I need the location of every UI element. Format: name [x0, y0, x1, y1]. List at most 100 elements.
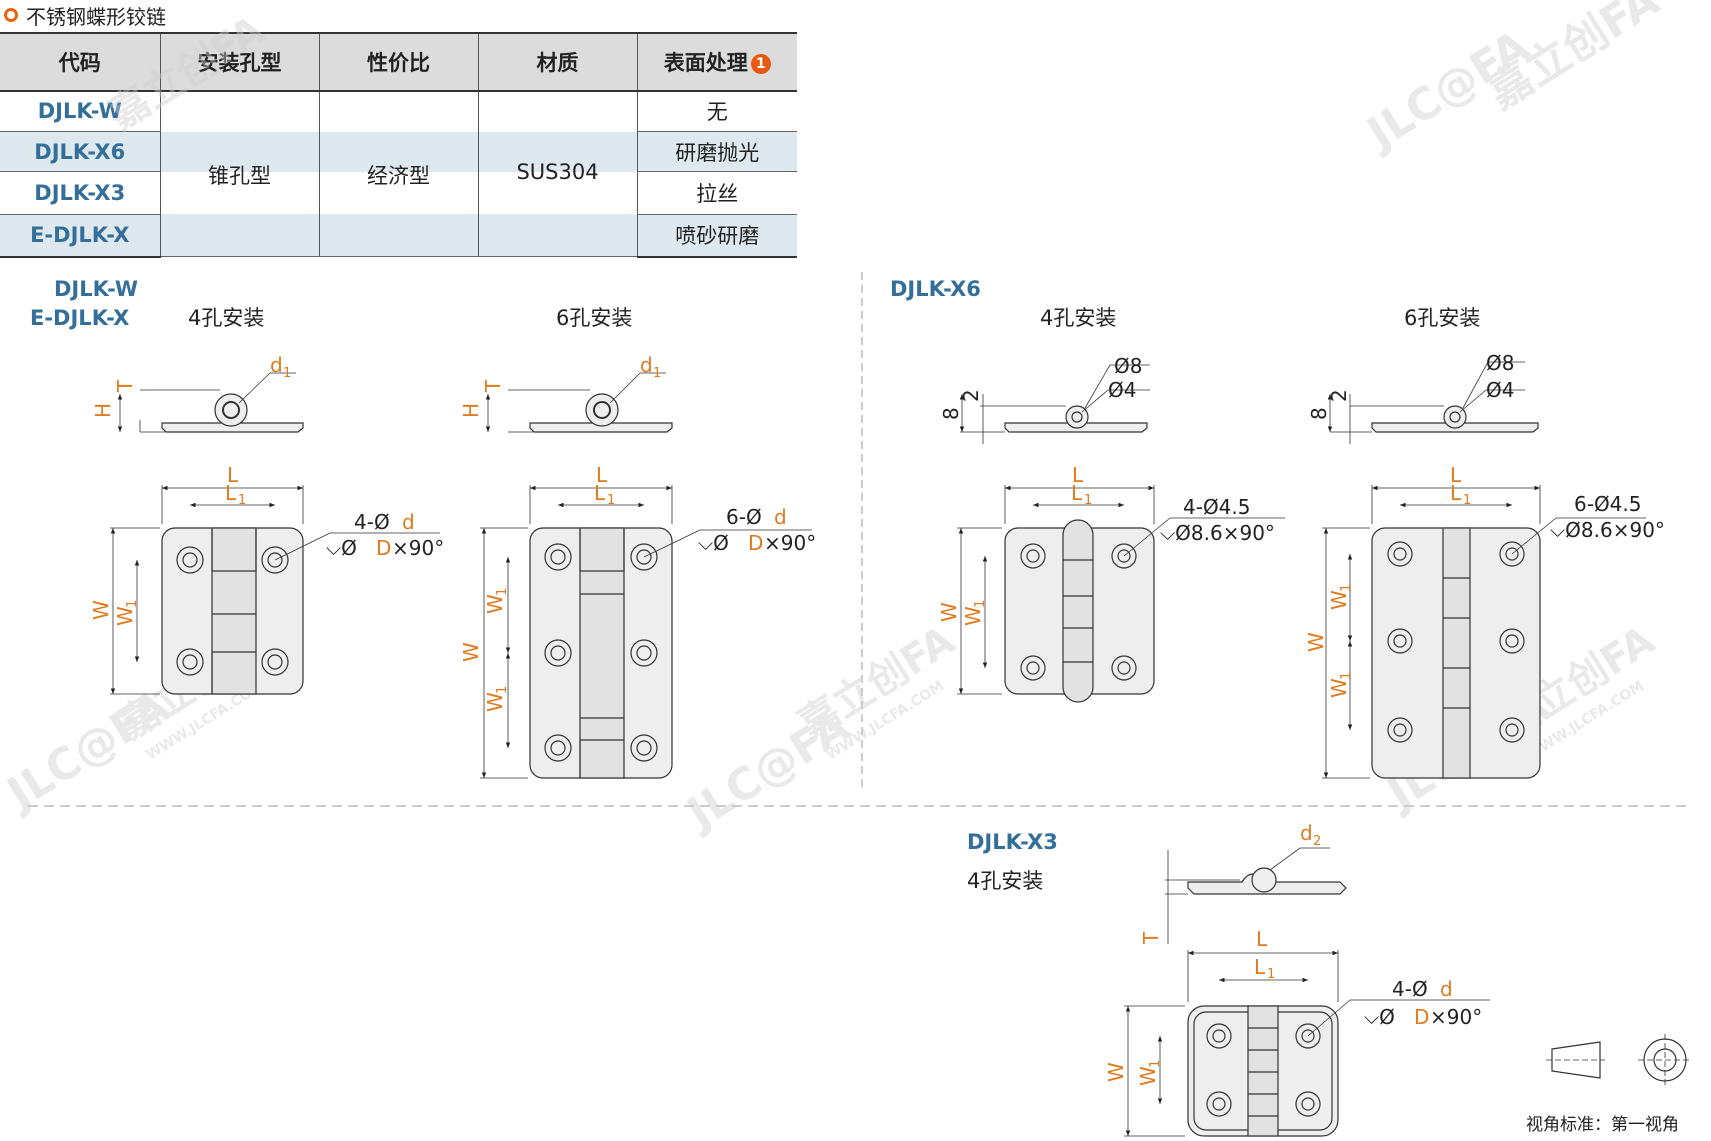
dim-t-a2: T — [481, 379, 505, 393]
dim-l-c: L — [1256, 927, 1268, 951]
cost-cell — [318, 91, 478, 257]
dim-n6-a2: 6-Ø — [726, 505, 762, 529]
dim-id-b1: Ø4 — [1108, 378, 1136, 402]
drawing-a-6hole — [480, 372, 812, 779]
dim-id-b2: Ø4 — [1486, 378, 1514, 402]
material-value: SUS304 — [516, 160, 599, 184]
dim-csk-a2: ⌵Ø — [698, 531, 729, 555]
dim-csk-c: ⌵Ø — [1364, 1005, 1395, 1029]
dim-d1-a2: d — [640, 353, 653, 377]
dim-w1-a2: W — [483, 594, 507, 614]
dim-d2-c: d — [1300, 821, 1313, 845]
header-hole-type: 安装孔型 — [159, 32, 319, 92]
dim-w-a1: W — [89, 600, 113, 620]
section-a-4hole-label: 4孔安装 — [188, 306, 265, 330]
dim-w-b2: W — [1304, 632, 1328, 652]
dim-t-b2: 2 — [1327, 389, 1351, 402]
finish-cell: 喷砂研磨 — [636, 214, 797, 258]
dim-w1-sub-b2: 1 — [1339, 584, 1354, 592]
dim-l-a2: L — [596, 463, 608, 487]
dim-D-c: D — [1414, 1005, 1429, 1029]
code-cell: E-DJLK-X — [0, 214, 160, 258]
drawing-c-4hole — [1124, 847, 1490, 1137]
dim-w-a2: W — [459, 642, 483, 662]
dim-w-b1: W — [937, 602, 961, 622]
cost-value: 经济型 — [367, 164, 430, 188]
code-cell: DJLK-X6 — [0, 131, 160, 173]
dim-n4-c: 4-Ø — [1392, 977, 1428, 1001]
section-c-code: DJLK-X3 — [967, 830, 1058, 854]
section-a-6hole-label: 6孔安装 — [556, 306, 633, 330]
dim-deg-a1: ×90° — [392, 536, 444, 560]
section-c-4hole-label: 4孔安装 — [967, 869, 1044, 893]
dimension-subscripts: 1 1 1 1 1 1 1 — [125, 584, 1354, 1068]
dimension-labels: d 1 H T L L 1 W W 4-Ø d ⌵Ø D ×90° d 1 H … — [89, 351, 1665, 1086]
dim-l1-sub-a2: 1 — [607, 493, 615, 508]
dim-d-a2: d — [774, 505, 787, 529]
dim-h-b2: 8 — [1307, 407, 1331, 420]
dim-h-a2: H — [459, 403, 483, 418]
dim-sub-a1: 1 — [283, 366, 291, 381]
section-title: 不锈钢蝶形铰链 — [4, 2, 166, 29]
code-cell: DJLK-W — [0, 91, 160, 132]
material-cell — [477, 91, 637, 257]
dim-w1-sub-a1: 1 — [125, 600, 140, 608]
header-material: 材质 — [477, 32, 637, 92]
dim-holes-b1: 4-Ø4.5 — [1183, 495, 1251, 519]
circle-bullet-icon — [4, 8, 18, 22]
dim-l-a1: L — [227, 463, 239, 487]
dim-deg-a2: ×90° — [764, 531, 816, 555]
dim-csk-b2: ⌵Ø8.6×90° — [1550, 518, 1665, 542]
dim-t-a1: T — [113, 379, 137, 393]
hole-type-cell — [159, 91, 319, 257]
dim-D-a2: D — [748, 531, 763, 555]
view-standard-label: 视角标准：第一视角 — [1526, 1115, 1679, 1135]
dim-od-b1: Ø8 — [1114, 354, 1142, 378]
drawing-b-4hole — [957, 364, 1285, 703]
dim-w1b-b2: W — [1327, 678, 1351, 698]
dim-w-c: W — [1104, 1062, 1128, 1082]
table-row: DJLK-W 无 — [0, 91, 797, 257]
dim-t-b1: 2 — [959, 389, 983, 402]
code-cell: DJLK-X3 — [0, 171, 160, 215]
dim-l1-a2: L — [594, 481, 606, 505]
dim-l1-sub-b2: 1 — [1463, 493, 1471, 508]
drawing-a-4hole — [110, 372, 440, 695]
section-b-code: DJLK-X6 — [890, 277, 981, 301]
dim-l-b2: L — [1450, 463, 1462, 487]
dim-w1b-sub-a2: 1 — [495, 686, 510, 694]
dim-w1b-a2: W — [483, 692, 507, 712]
dim-w1-sub-a2: 1 — [495, 588, 510, 596]
dim-d-c: d — [1440, 977, 1453, 1001]
dim-l1-b2: L — [1450, 481, 1462, 505]
section-b-6hole-label: 6孔安装 — [1404, 306, 1481, 330]
finish-cell: 研磨抛光 — [636, 131, 797, 173]
dim-deg-c: ×90° — [1430, 1005, 1482, 1029]
dim-d2-sub-c: 2 — [1313, 834, 1321, 849]
dim-l1-b1: L — [1071, 481, 1083, 505]
dim-d-a1: d — [402, 510, 415, 534]
dim-h-b1: 8 — [939, 407, 963, 420]
dim-csk-a1: ⌵Ø — [326, 536, 357, 560]
finish-cell: 拉丝 — [636, 171, 797, 215]
dim-h-a1: H — [91, 403, 115, 418]
dim-w1-c: W — [1136, 1066, 1160, 1086]
watermark-cn: 嘉立创FA — [101, 7, 273, 138]
dim-csk-b1: ⌵Ø8.6×90° — [1160, 521, 1275, 545]
dim-w1-b2: W — [1327, 590, 1351, 610]
header-code: 代码 — [0, 32, 160, 92]
finish-cell: 无 — [636, 91, 797, 132]
table-row: DJLK-X3 拉丝 — [0, 171, 797, 215]
dim-w1b-sub-b2: 1 — [1339, 672, 1354, 680]
dim-w1-a1: W — [113, 606, 137, 626]
dim-sub-a2: 1 — [653, 366, 661, 381]
dim-w1-sub-c: 1 — [1148, 1060, 1163, 1068]
dim-holes-b2: 6-Ø4.5 — [1574, 492, 1642, 516]
header-finish-label: 表面处理 — [663, 51, 748, 75]
note-badge: 1 — [750, 54, 771, 74]
dim-l1-sub-a1: 1 — [238, 493, 246, 508]
